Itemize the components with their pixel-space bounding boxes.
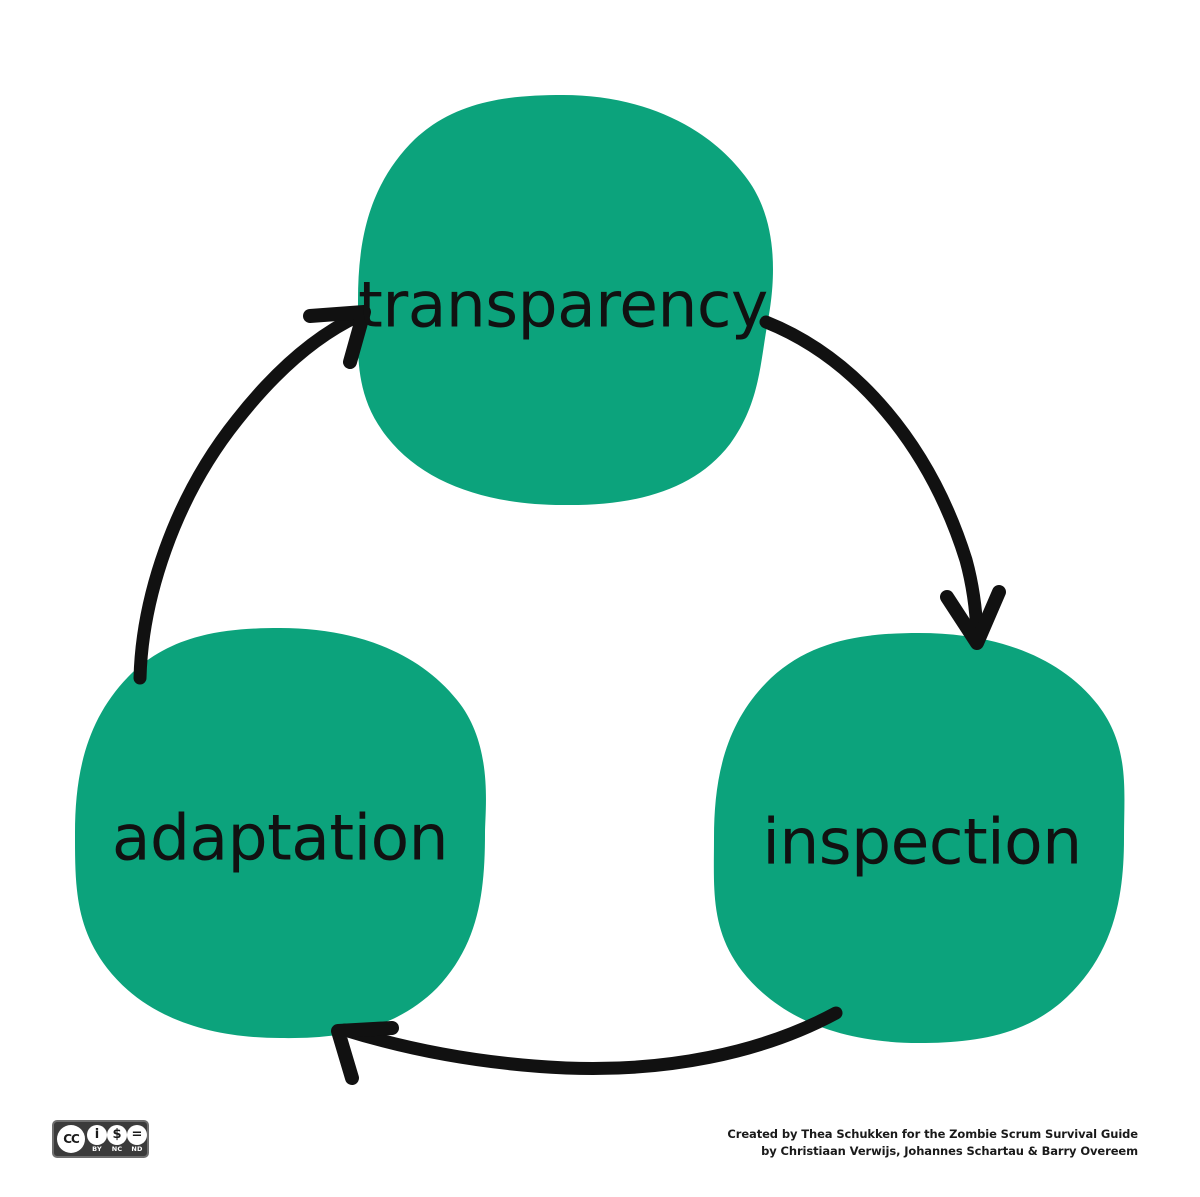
cc-by-icon: i [87, 1125, 107, 1145]
arrow-inspection-to-adaptation [331, 1006, 843, 1085]
node-circle-inspection[interactable] [713, 633, 1125, 1043]
cc-nd-icon: = [127, 1125, 147, 1145]
cc-clause-nc: $ NC [107, 1125, 127, 1154]
cc-clause-by: i BY [87, 1125, 107, 1154]
cc-license-badge[interactable]: CC i BY $ NC = ND [52, 1120, 149, 1158]
cc-clause-nd: = ND [127, 1125, 147, 1154]
node-circle-transparency[interactable] [357, 95, 773, 506]
arrow-shaft [338, 1006, 843, 1075]
node-circle-adaptation[interactable] [75, 628, 486, 1039]
arrow-head [940, 585, 1006, 650]
cc-by-label: BY [92, 1145, 102, 1153]
node-circles [75, 95, 1125, 1043]
cc-logo-icon: CC [57, 1125, 85, 1153]
node-label-inspection: inspection [762, 805, 1082, 879]
arrow-transparency-to-inspection [759, 315, 1006, 650]
arrow-shaft [133, 309, 365, 685]
cc-nc-icon: $ [107, 1125, 127, 1145]
arrow-head [331, 1021, 399, 1085]
node-label-transparency: transparency [358, 268, 768, 342]
cycle-arrows [133, 305, 1006, 1085]
credit-line-1: Created by Thea Schukken for the Zombie … [727, 1127, 1138, 1141]
node-label-adaptation: adaptation [111, 801, 449, 875]
credit-line-2: by Christiaan Verwijs, Johannes Schartau… [761, 1143, 1138, 1158]
cc-nc-label: NC [111, 1145, 123, 1153]
cc-nd-label: ND [131, 1145, 143, 1153]
arrow-shaft [759, 315, 984, 641]
arrow-head [303, 305, 371, 369]
cc-clause-list: i BY $ NC = ND [87, 1124, 147, 1154]
arrow-adaptation-to-transparency [133, 305, 371, 685]
credit-text: Created by Thea Schukken for the Zombie … [727, 1126, 1138, 1159]
